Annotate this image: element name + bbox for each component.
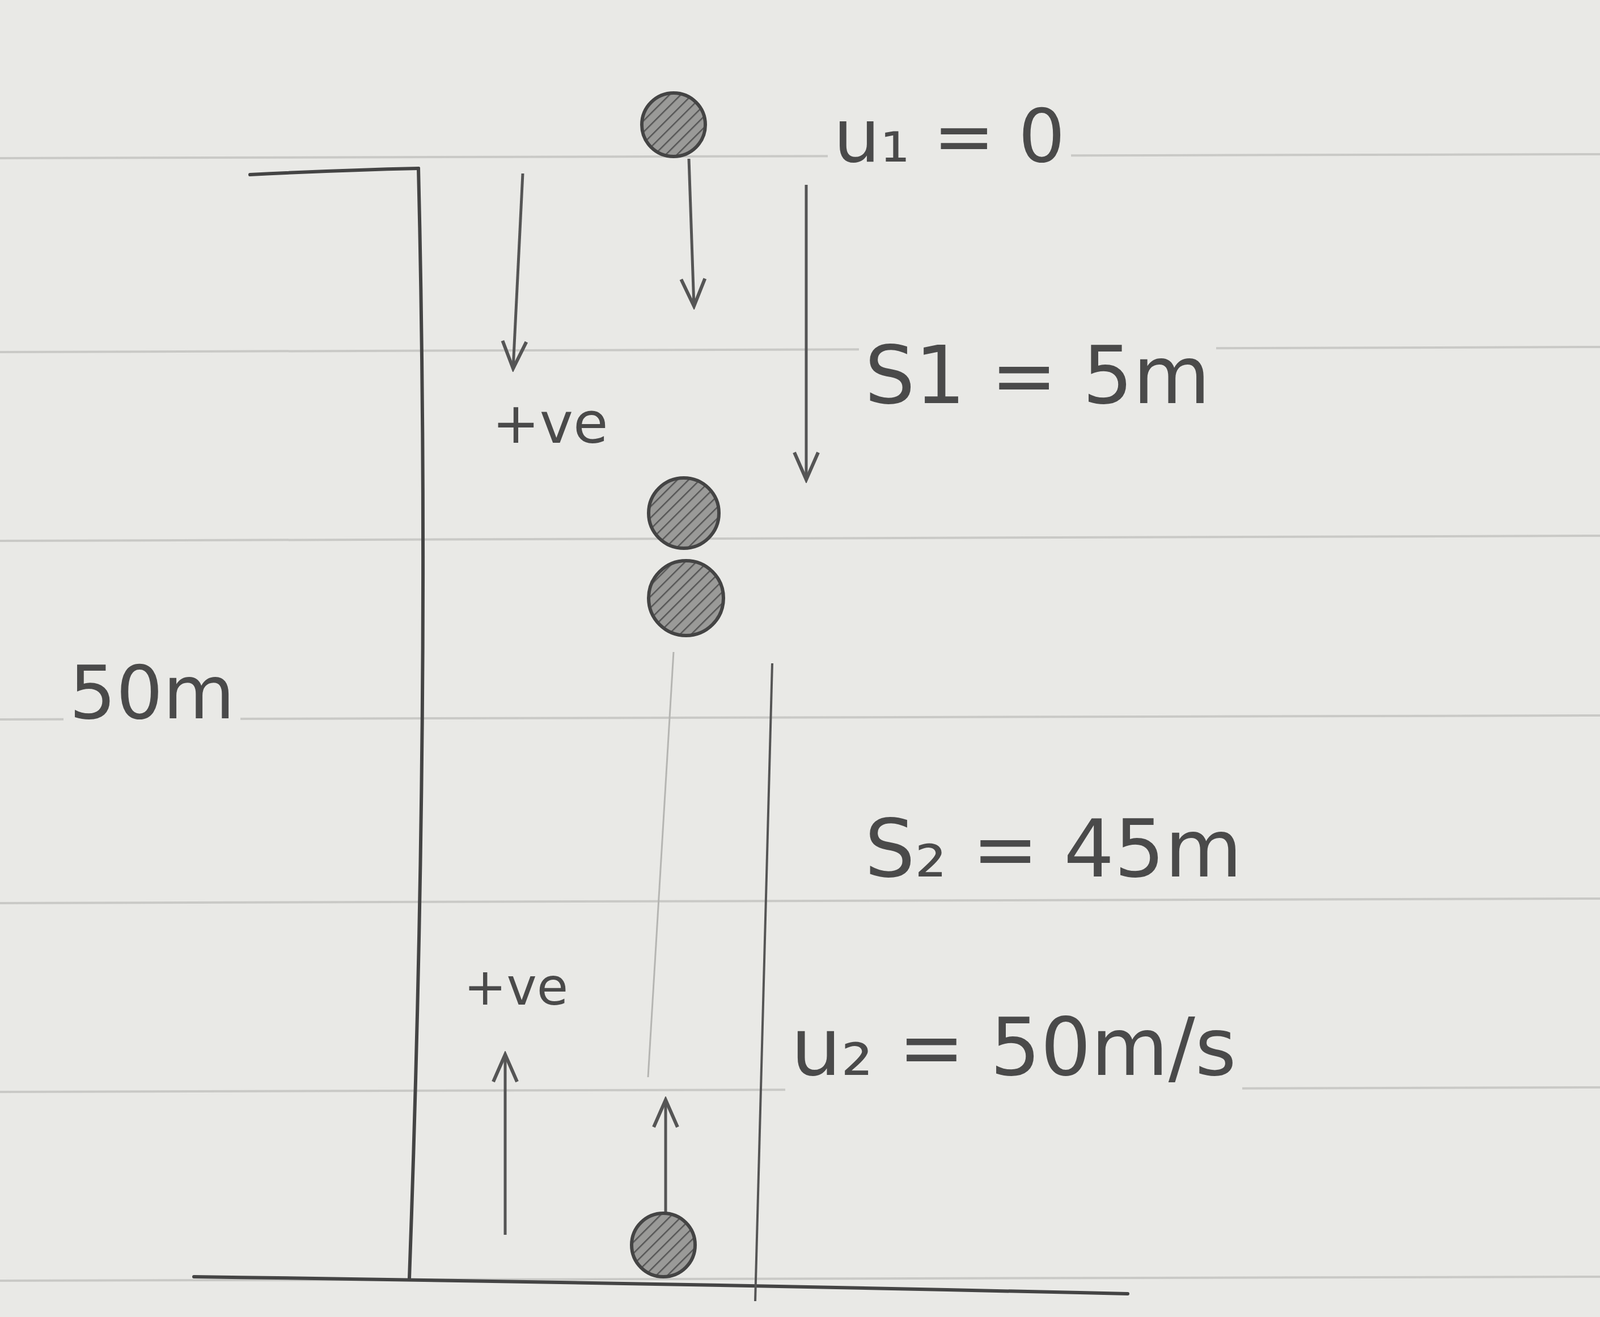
ruled-lines: [0, 154, 1600, 1281]
distance-arrow: [805, 184, 808, 480]
direction-arrow: [513, 173, 523, 369]
measure-line: [755, 663, 773, 1302]
distance-label: S1 = 5m: [858, 331, 1217, 420]
path-line: [648, 652, 674, 1078]
ball: [631, 92, 724, 1277]
initial-velocity: u₂ = 50m/s: [785, 1003, 1243, 1092]
height-label: 50m: [63, 652, 241, 735]
sign-convention: +ve: [486, 391, 615, 456]
initial-velocity: u₁ = 0: [827, 95, 1072, 178]
distance-label: S₂ = 45m: [858, 805, 1248, 893]
direction-arrow: [504, 1054, 507, 1235]
motion-arrow: [664, 1099, 668, 1214]
motion-arrow: [688, 158, 694, 307]
sign-convention: +ve: [458, 958, 574, 1017]
